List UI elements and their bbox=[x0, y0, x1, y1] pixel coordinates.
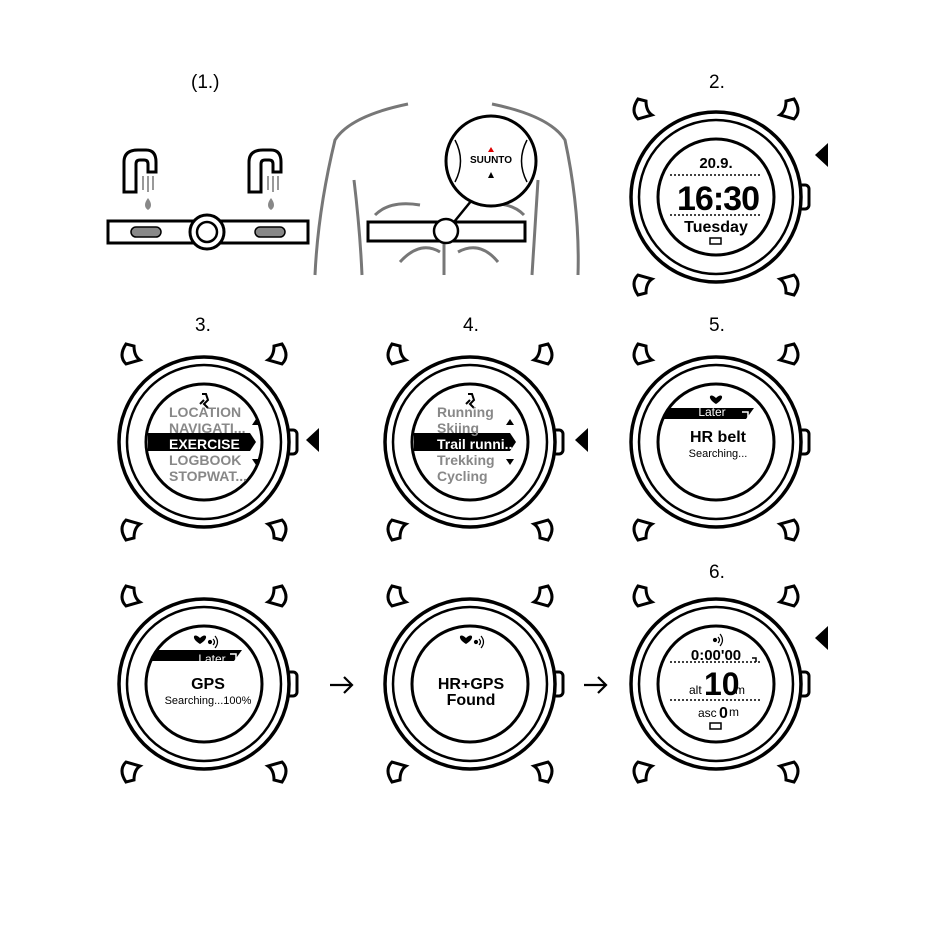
water-drop-icon bbox=[268, 198, 274, 210]
flow-arrow-icon bbox=[330, 677, 352, 693]
asc-unit: m bbox=[729, 705, 739, 719]
water-tap-icon bbox=[249, 150, 281, 192]
menu-item-exercise: EXERCISE bbox=[169, 436, 240, 452]
gps-title: GPS bbox=[191, 676, 225, 693]
battery-icon bbox=[710, 238, 721, 244]
date-text: 20.9. bbox=[699, 155, 732, 172]
asc-label: asc bbox=[698, 706, 717, 720]
found-line-2: Found bbox=[447, 692, 496, 709]
flow-arrow-icon bbox=[584, 677, 606, 693]
button-press-arrow-icon bbox=[815, 143, 828, 167]
button-press-arrow-icon bbox=[575, 428, 588, 452]
sport-item-cycling: Cycling bbox=[437, 468, 488, 484]
battery-icon bbox=[710, 723, 721, 729]
water-tap-icon bbox=[124, 150, 156, 192]
button-press-arrow-icon bbox=[306, 428, 319, 452]
sport-item-trekking: Trekking bbox=[437, 452, 495, 468]
menu-item-navigation: NAVIGATI... bbox=[169, 420, 245, 436]
torso-illustration bbox=[315, 104, 578, 275]
found-line-1: HR+GPS bbox=[438, 676, 505, 693]
gps-status-text: Searching...100% bbox=[165, 695, 252, 707]
chest-strap-worn bbox=[368, 116, 536, 243]
later-label: Later bbox=[698, 405, 725, 419]
time-text: 16:30 bbox=[677, 180, 759, 218]
hr-belt-title: HR belt bbox=[690, 429, 747, 446]
alt-unit: m bbox=[735, 683, 745, 697]
menu-item-stopwatch: STOPWAT... bbox=[169, 468, 247, 484]
sport-item-skiing: Skiing bbox=[437, 420, 479, 436]
menu-item-location: LOCATION bbox=[169, 404, 241, 420]
exercise-timer: 0:00'00 bbox=[691, 647, 741, 664]
day-text: Tuesday bbox=[684, 219, 748, 236]
asc-value: 0 bbox=[719, 705, 728, 722]
sport-item-running: Running bbox=[437, 404, 494, 420]
later-label: Later bbox=[198, 652, 225, 666]
belt-brand-text: SUUNTO bbox=[470, 155, 512, 166]
sport-item-trail-running: Trail runni... bbox=[437, 436, 516, 452]
hr-status-text: Searching... bbox=[689, 448, 748, 460]
chest-strap-illustration bbox=[108, 150, 308, 249]
menu-item-logbook: LOGBOOK bbox=[169, 452, 241, 468]
button-press-arrow-icon bbox=[815, 626, 828, 650]
alt-label: alt bbox=[689, 683, 702, 697]
water-drop-icon bbox=[145, 198, 151, 210]
